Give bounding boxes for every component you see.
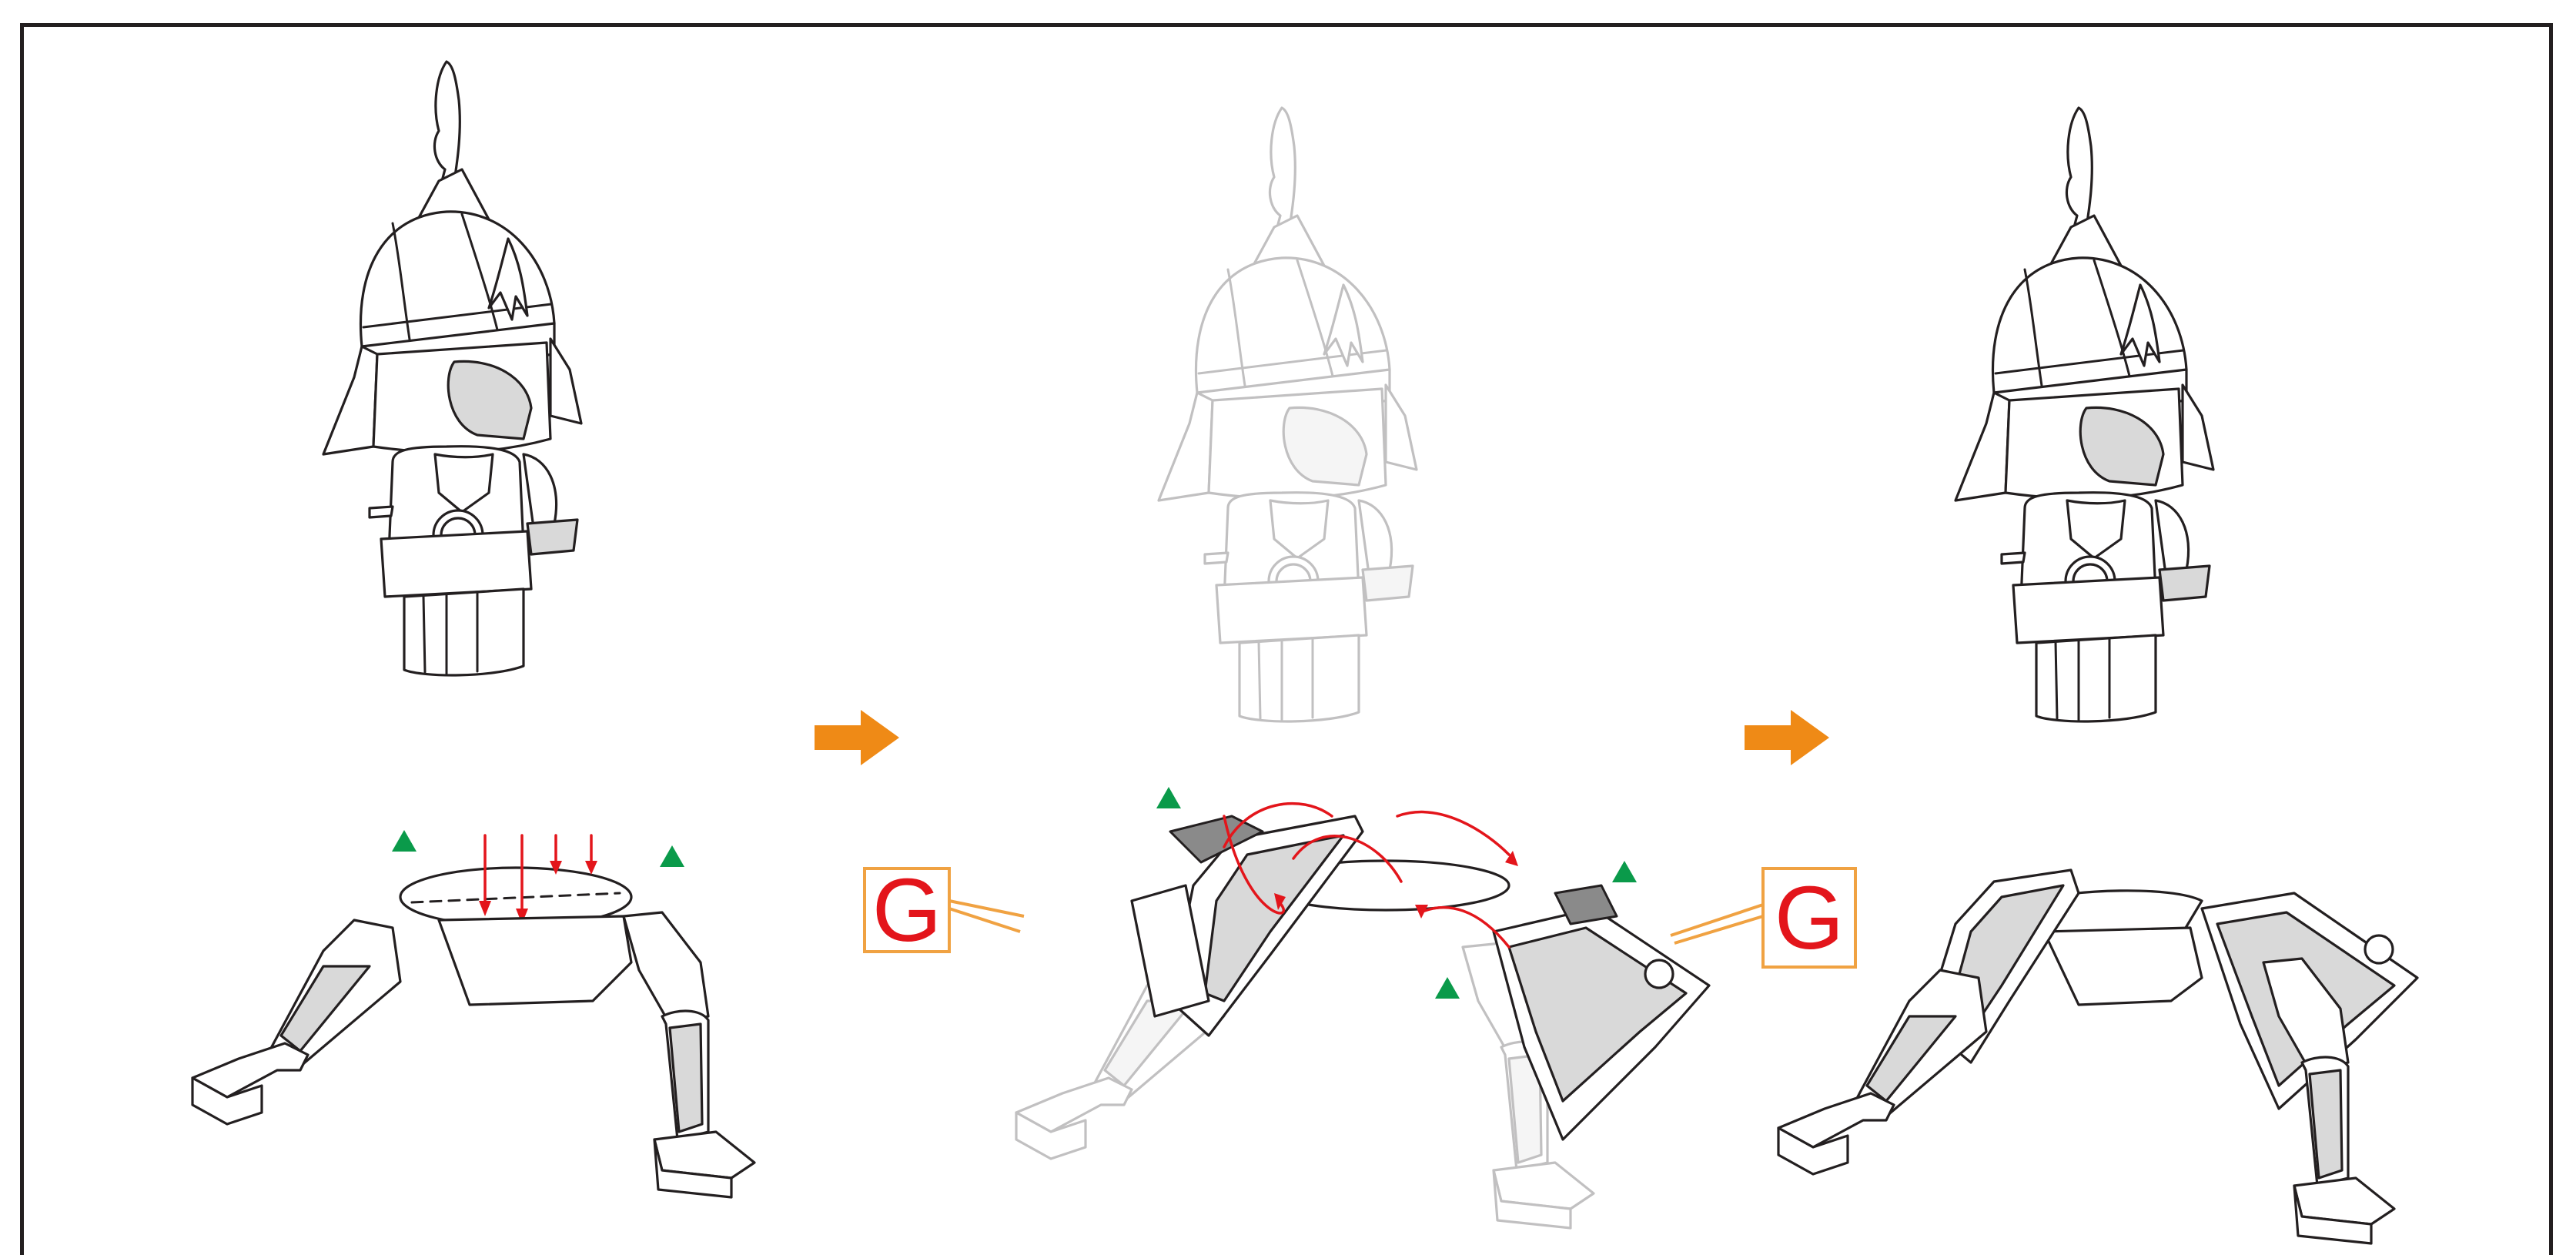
alignment-marker-icon (392, 830, 417, 852)
side-armor-right (1492, 884, 1711, 1141)
callout-left: G (863, 860, 1025, 960)
step-3-figure (1777, 106, 2419, 1245)
step-1-figure (191, 60, 756, 1199)
step-arrow-icon (1745, 710, 1829, 765)
alignment-marker-icon (1435, 977, 1460, 999)
step-2-figure (1015, 106, 1711, 1230)
callout-right: G (1670, 867, 1857, 969)
callout-label: G (872, 860, 942, 960)
insert-arrow-icon (1223, 802, 1518, 949)
alignment-marker-icon (1612, 861, 1637, 882)
step-arrow-icon (815, 710, 899, 765)
alignment-marker-icon (1156, 787, 1181, 808)
insert-arrow-icon (479, 834, 597, 924)
callout-label: G (1775, 868, 1844, 968)
diagram-frame (20, 23, 2553, 1255)
alignment-marker-icon (660, 845, 684, 867)
side-armor-left (1130, 815, 1364, 1037)
